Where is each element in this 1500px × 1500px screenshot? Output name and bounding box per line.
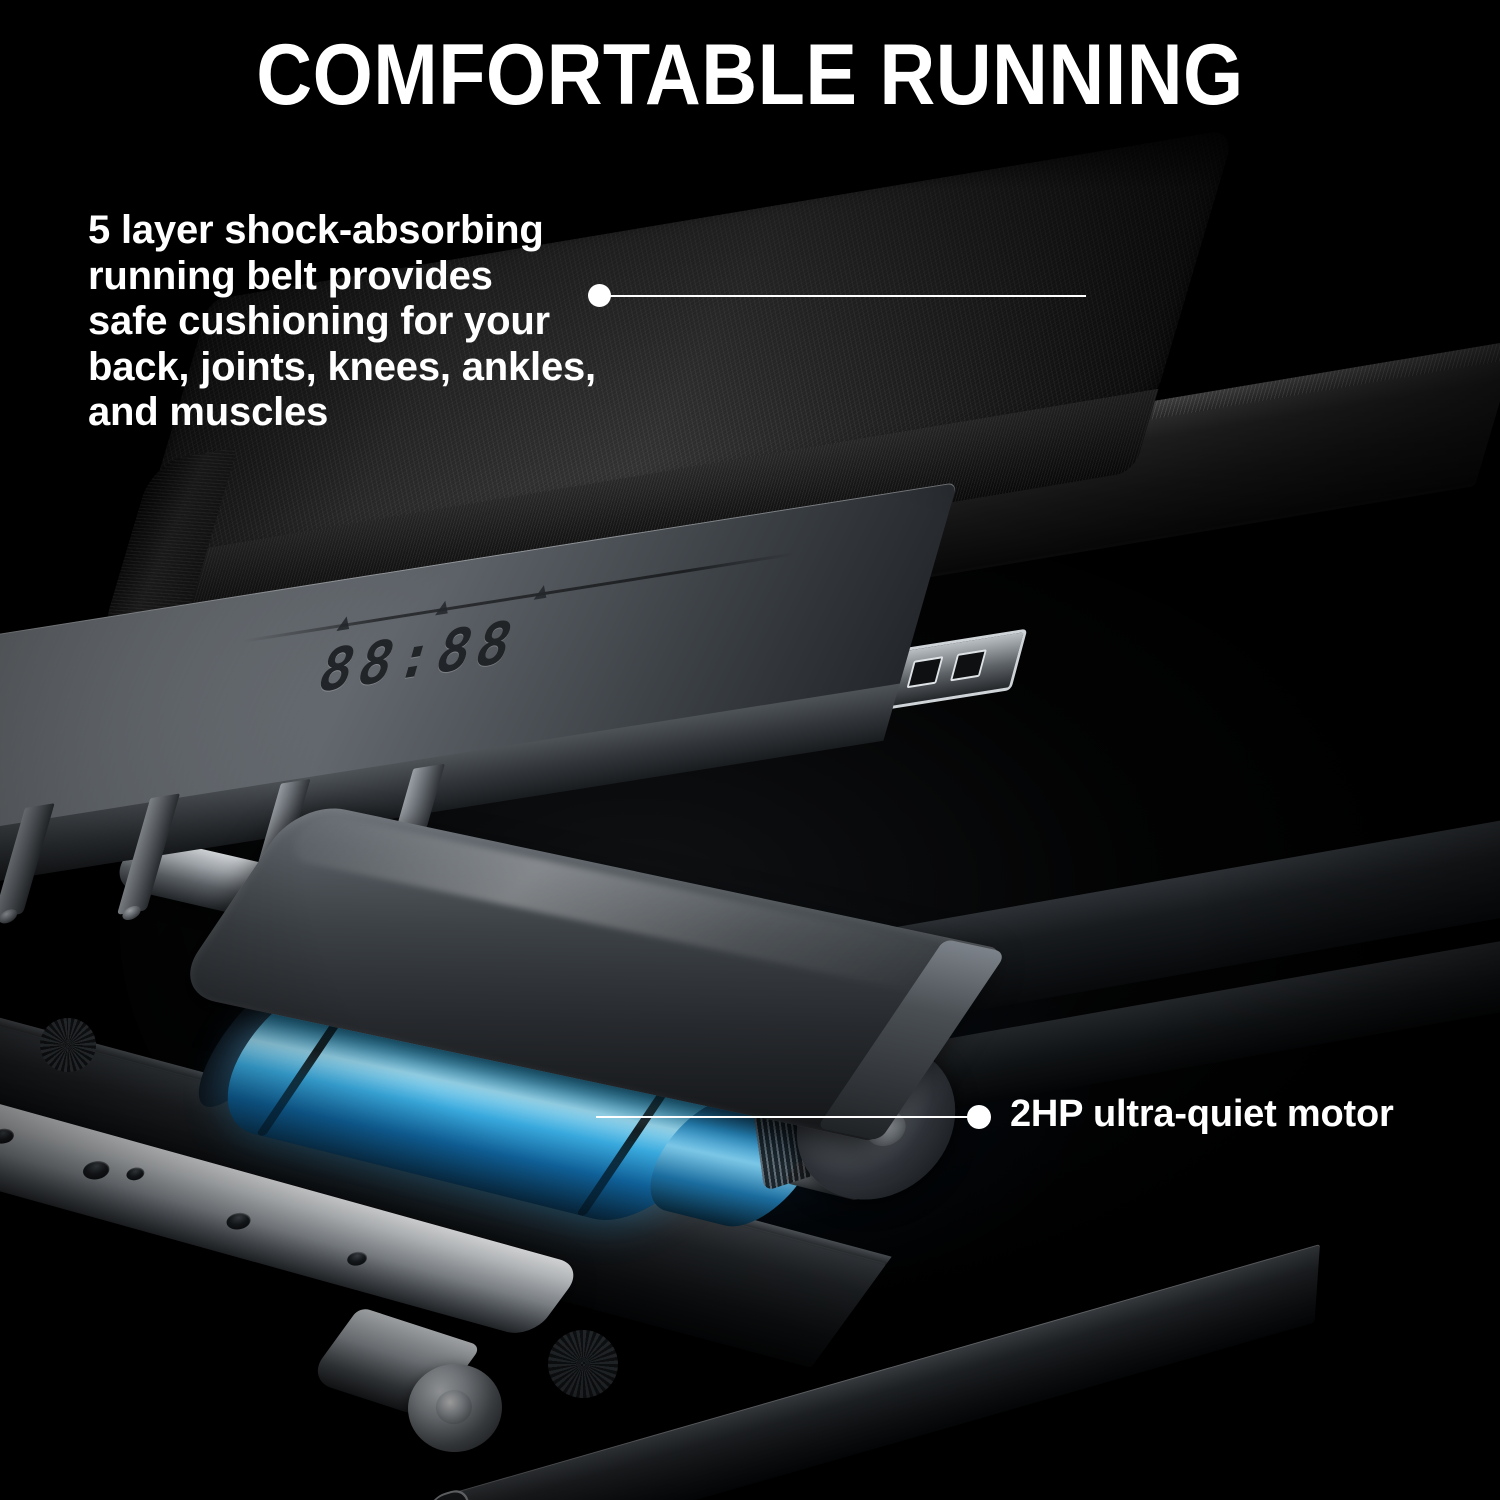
- frame-hole: [0, 1126, 18, 1146]
- frame-hole: [343, 1249, 371, 1268]
- rear-tube-rail-end-cap: [420, 1485, 471, 1500]
- callout-dot-running-belt: [588, 284, 611, 307]
- callout-leader-line-running-belt: [608, 295, 1086, 297]
- product-part-adjustment-knob-bottom: [548, 1330, 618, 1398]
- callout-label-motor: 2HP ultra-quiet motor: [1010, 1093, 1394, 1135]
- callout-label-running-belt: 5 layer shock-absorbing running belt pro…: [88, 208, 596, 435]
- product-part-adjustment-knob-left: [40, 1018, 96, 1072]
- transport-wheel-hub: [434, 1388, 474, 1427]
- page-title: COMFORTABLE RUNNING: [256, 27, 1244, 123]
- frame-hole: [78, 1158, 115, 1183]
- callout-dot-motor: [967, 1105, 991, 1129]
- callout-leader-line-motor: [596, 1116, 982, 1118]
- frame-hole: [123, 1165, 148, 1183]
- frame-hole: [222, 1210, 255, 1232]
